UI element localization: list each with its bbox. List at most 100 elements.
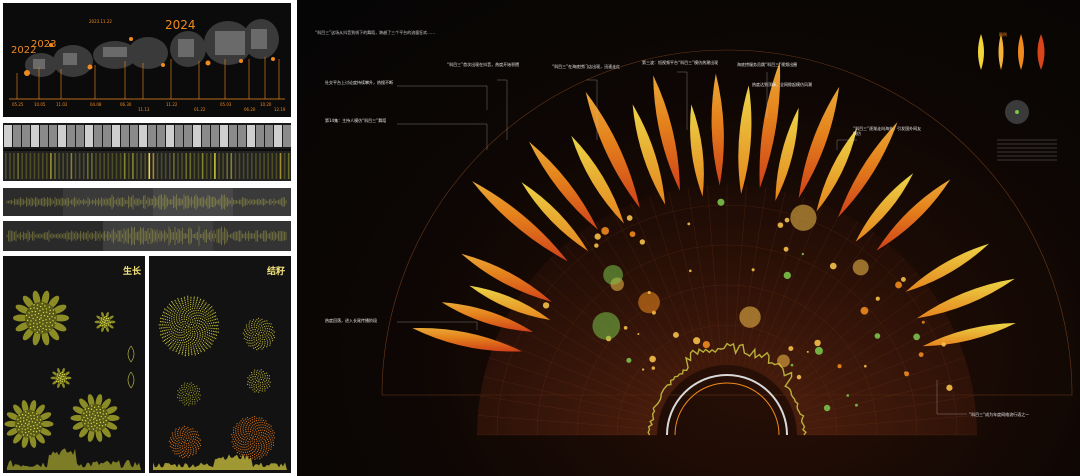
seed-cluster xyxy=(202,340,205,342)
seed-cluster xyxy=(169,312,172,314)
seed-cluster xyxy=(175,318,178,320)
film-bar xyxy=(119,153,122,179)
seed-cluster xyxy=(190,348,192,350)
sunflower-mid2-seed xyxy=(102,418,104,420)
film-thumbnail xyxy=(130,125,138,147)
seed-cluster xyxy=(262,434,264,437)
seed-cluster xyxy=(196,349,198,351)
seed-cluster xyxy=(209,320,211,322)
seed-cluster xyxy=(266,344,269,346)
seed-cluster xyxy=(184,323,186,325)
seed-cluster xyxy=(191,353,193,356)
seed-cluster xyxy=(181,435,184,437)
seed-cluster xyxy=(255,447,257,449)
seed-cluster xyxy=(251,384,253,386)
seed-cluster xyxy=(242,435,244,437)
seed-cluster xyxy=(199,332,201,334)
seed-cluster xyxy=(251,416,253,418)
seed-cluster xyxy=(249,447,252,449)
sunflower-mini-seed xyxy=(58,374,61,376)
seed-cluster xyxy=(253,339,255,341)
seed-cluster xyxy=(163,330,165,332)
radial-gridline xyxy=(769,232,875,377)
seed-cluster xyxy=(263,339,266,341)
seed-cluster xyxy=(201,330,203,332)
bubble-mark xyxy=(594,233,601,240)
petal-mark xyxy=(529,141,598,230)
seed-cluster xyxy=(189,334,191,336)
sunflower-mid2-seed xyxy=(83,412,85,415)
seed-cluster xyxy=(187,302,189,304)
seed-cluster xyxy=(174,300,176,302)
sunflower-large-seed xyxy=(48,306,51,308)
seed-cluster xyxy=(166,326,168,329)
seed-cluster xyxy=(194,401,196,403)
seed-cluster xyxy=(199,300,201,302)
seed-cluster xyxy=(255,339,258,341)
seed-cluster xyxy=(244,446,246,448)
seed-cluster xyxy=(253,418,256,420)
seed-cluster xyxy=(241,443,243,445)
seed-cluster xyxy=(251,421,254,424)
seed-cluster xyxy=(246,342,248,344)
seed-cluster xyxy=(251,321,254,323)
bubble-mark xyxy=(921,320,925,324)
sunflower-mid2-seed xyxy=(84,420,87,422)
sunflower-mini-petal xyxy=(65,376,72,380)
bubble-mark xyxy=(864,364,867,368)
seed-cluster xyxy=(173,303,175,305)
film-thumbnail xyxy=(265,125,273,147)
bubble-mark xyxy=(592,312,621,340)
seed-cluster xyxy=(174,434,176,436)
sunflower-large-seed xyxy=(40,325,42,327)
film-bar xyxy=(58,153,60,179)
film-bar xyxy=(13,153,15,179)
sunflower-mid2-seed xyxy=(96,412,99,414)
seed-cluster xyxy=(268,336,270,339)
seed-cluster xyxy=(194,328,196,330)
seed-cluster xyxy=(262,424,264,426)
seed-cluster xyxy=(270,428,272,430)
seed-cluster xyxy=(263,442,265,444)
seed-cluster xyxy=(172,444,175,446)
radial-gridline xyxy=(798,415,977,430)
seed-cluster xyxy=(241,453,243,455)
seed-cluster xyxy=(250,342,252,344)
seed-cluster xyxy=(257,443,260,445)
seed-cluster xyxy=(168,317,171,319)
seed-cluster xyxy=(248,337,251,339)
seed-cluster xyxy=(251,440,253,442)
seed-cluster xyxy=(171,322,174,324)
sunflower-mini-seed xyxy=(61,378,63,381)
seed-cluster xyxy=(248,435,250,437)
timeline-date-7: 11.22 xyxy=(166,102,178,107)
seed-cluster xyxy=(249,424,251,426)
seed-cluster xyxy=(239,436,242,438)
film-bar xyxy=(46,153,48,179)
seed-cluster xyxy=(171,313,173,315)
seed-cluster xyxy=(260,439,262,441)
sunflower-mid-seed xyxy=(25,411,27,413)
seed-cluster xyxy=(249,334,251,337)
seed-cluster xyxy=(256,319,258,321)
radial-gridline xyxy=(480,395,656,424)
sunflower-small-seed xyxy=(104,326,106,328)
timeline-date-10: 06.20 xyxy=(244,107,256,112)
seed-cluster xyxy=(204,325,207,327)
seed-cluster xyxy=(176,343,178,345)
seed-cluster xyxy=(171,440,174,442)
radial-gridline xyxy=(631,203,700,369)
seed-cluster xyxy=(189,311,191,313)
seed-cluster xyxy=(204,312,206,314)
seed-cluster xyxy=(239,430,242,432)
seed-cluster xyxy=(190,323,193,326)
seed-cluster xyxy=(188,449,190,451)
seed-cluster xyxy=(254,381,257,384)
sunflower-mid2-seed xyxy=(93,410,95,412)
seed-cluster xyxy=(178,339,180,341)
seed-cluster xyxy=(184,351,187,353)
ring-gridline xyxy=(576,284,878,436)
waveform-panel-1 xyxy=(3,188,291,216)
seed-cluster xyxy=(208,315,210,317)
seed-cluster xyxy=(195,339,197,342)
